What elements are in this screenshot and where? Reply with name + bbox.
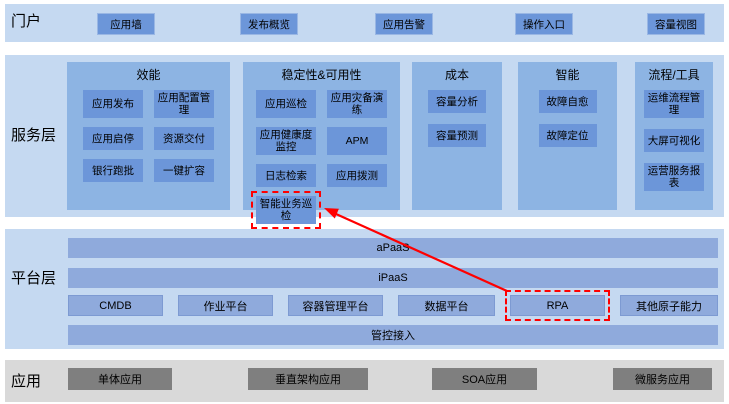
portal-item-release-overview: 发布概览 (240, 13, 298, 35)
service-layer-label: 服务层 (11, 127, 57, 144)
portal-item-app-alert: 应用告警 (375, 13, 433, 35)
service-group-title: 成本 (444, 68, 469, 82)
service-item-intelligent-business-inspection: 智能业务巡检 (251, 191, 321, 229)
service-item: 大屏可视化 (644, 129, 704, 152)
service-item: 应用巡检 (256, 90, 316, 118)
platform-box-data-platform: 数据平台 (398, 295, 495, 316)
service-item: 故障定位 (538, 124, 597, 147)
service-item: APM (327, 127, 387, 155)
platform-bar-ipaas: iPaaS (68, 268, 718, 288)
platform-layer-label: 平台层 (11, 270, 57, 287)
service-item: 资源交付 (154, 127, 214, 150)
service-group-process-tools: 流程/工具 运维流程管理 大屏可视化 运营服务报表 (635, 62, 713, 210)
portal-item-operation-entry: 操作入口 (515, 13, 573, 35)
service-item: 容量分析 (428, 90, 486, 113)
portal-item-app-wall: 应用墙 (97, 13, 155, 35)
app-box-soa: SOA应用 (432, 368, 537, 390)
service-group-title: 效能 (136, 68, 161, 82)
service-item: 日志检索 (256, 164, 316, 187)
service-item: 应用灾备演练 (327, 90, 387, 118)
platform-bar-control-access: 管控接入 (68, 325, 718, 345)
platform-band: 平台层 aPaaS iPaaS CMDB 作业平台 容器管理平台 数据平台 RP… (5, 229, 724, 349)
app-box-vertical-arch: 垂直架构应用 (248, 368, 368, 390)
service-item: 应用配置管理 (154, 90, 214, 118)
service-group-intelligence: 智能 故障自愈 故障定位 (518, 62, 617, 210)
service-group-title: 流程/工具 (648, 68, 700, 82)
app-box-monolith: 单体应用 (68, 368, 172, 390)
service-item: 运维流程管理 (644, 90, 704, 118)
service-item: 运营服务报表 (644, 163, 704, 191)
platform-content: aPaaS iPaaS CMDB 作业平台 容器管理平台 数据平台 RPA 其他… (68, 229, 718, 349)
service-item: 一键扩容 (154, 159, 214, 182)
platform-box-rpa: RPA (505, 290, 610, 321)
service-item: 应用发布 (83, 90, 143, 118)
service-band: 服务层 效能 应用发布 应用配置管理 应用启停 资源交付 银行跑批 一键扩容 稳… (5, 55, 724, 229)
service-item: 应用拨测 (327, 164, 387, 187)
portal-label: 门户 (11, 13, 42, 30)
service-group-title: 稳定性&可用性 (281, 68, 362, 82)
service-item: 银行跑批 (83, 159, 143, 182)
service-item: 应用健康度监控 (256, 127, 316, 155)
service-item: 应用启停 (83, 127, 143, 150)
service-group-efficiency: 效能 应用发布 应用配置管理 应用启停 资源交付 银行跑批 一键扩容 (67, 62, 230, 210)
platform-box-job-platform: 作业平台 (178, 295, 273, 316)
service-group-cost: 成本 容量分析 容量预测 (412, 62, 502, 210)
application-band: 应用 单体应用 垂直架构应用 SOA应用 微服务应用 (5, 360, 724, 402)
platform-box-cmdb: CMDB (68, 295, 163, 316)
portal-item-capacity-view: 容量视图 (647, 13, 705, 35)
service-group-stability: 稳定性&可用性 应用巡检 应用灾备演练 应用健康度监控 APM 日志检索 应用拨… (243, 62, 400, 229)
platform-box-container-mgmt: 容器管理平台 (288, 295, 383, 316)
service-group-title: 智能 (555, 68, 580, 82)
platform-bar-apaas: aPaaS (68, 238, 718, 258)
platform-box-other-atomic: 其他原子能力 (620, 295, 718, 316)
service-item: 容量预测 (428, 124, 486, 147)
app-box-microservice: 微服务应用 (613, 368, 712, 390)
service-item: 故障自愈 (538, 90, 597, 113)
application-label: 应用 (11, 373, 42, 390)
portal-band: 门户 应用墙 发布概览 应用告警 操作入口 容量视图 (5, 4, 724, 42)
